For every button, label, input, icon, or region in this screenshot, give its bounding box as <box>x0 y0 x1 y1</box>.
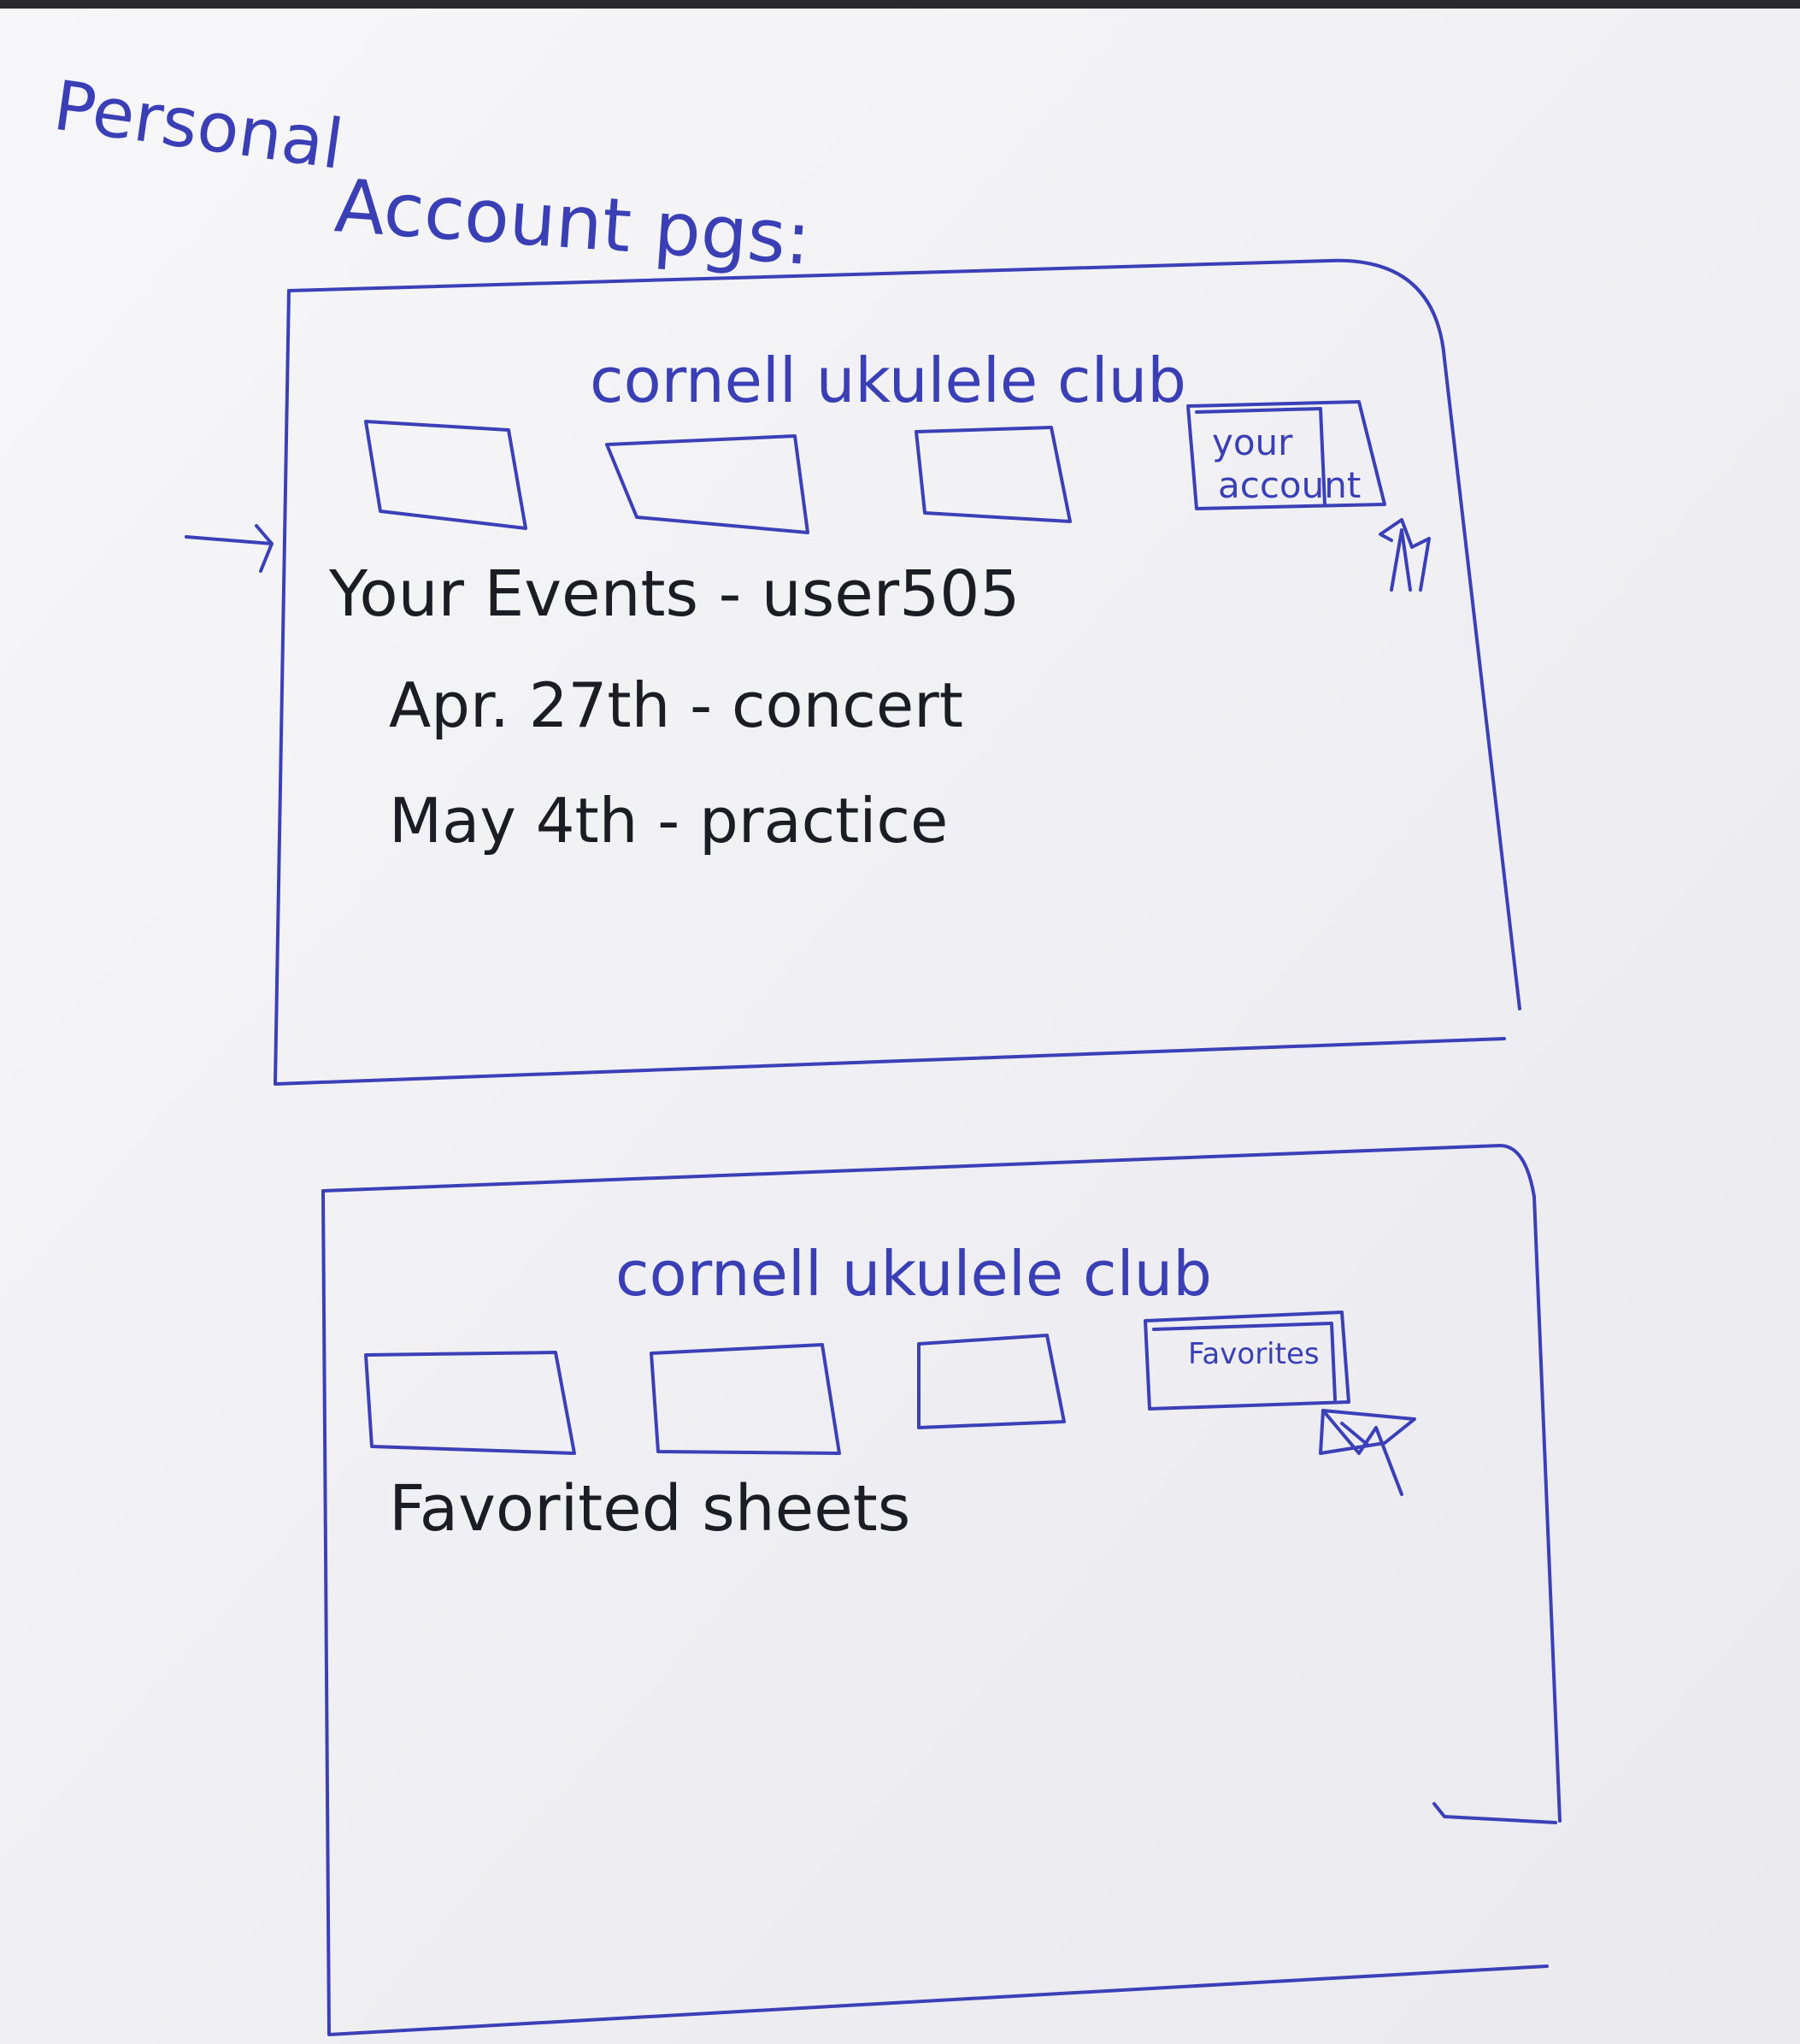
cursor-pointer-icon <box>1379 518 1431 592</box>
top-edge-shadow <box>0 0 1800 9</box>
nav-button-your-account[interactable]: your account <box>1186 400 1386 510</box>
cursor-pointer-icon-2 <box>1319 1409 1416 1496</box>
wireframe-favorites: cornell ukulele club Favorites Favorited… <box>321 1144 1562 2036</box>
nav-bar: your account <box>364 400 1431 592</box>
frame2-corner-mark <box>1432 1802 1557 1824</box>
nav2-button-3[interactable] <box>917 1334 1066 1429</box>
frame-left-bottom-border <box>274 289 1506 1086</box>
favorites-heading: Favorited sheets <box>389 1472 910 1546</box>
favorites-label: Favorites <box>1188 1337 1320 1371</box>
frame2-left-bottom-border <box>321 1189 1549 2036</box>
nav2-button-1[interactable] <box>364 1351 576 1455</box>
frame2-top-right-border <box>321 1144 1562 1823</box>
app-title: cornell ukulele club <box>590 345 1186 416</box>
favorites-box-outer <box>1144 1311 1350 1411</box>
nav2-button-favorites[interactable]: Favorites <box>1144 1311 1350 1411</box>
events-heading: Your Events - user505 <box>328 557 1020 631</box>
event-item-2[interactable]: May 4th - practice <box>389 785 948 857</box>
nav-bar-2: Favorites <box>364 1311 1416 1496</box>
nav-button-2[interactable] <box>605 434 809 534</box>
app-title-2: cornell ukulele club <box>615 1238 1212 1310</box>
favorites-box-inner <box>1152 1322 1337 1401</box>
nav-button-1[interactable] <box>364 420 527 530</box>
arrow-pointer-icon <box>185 524 274 573</box>
your-account-label-line2: account <box>1218 464 1361 506</box>
your-account-label-line1: your <box>1212 421 1293 463</box>
your-account-box-inner <box>1195 407 1326 506</box>
frame-top-right-border <box>287 258 1521 1010</box>
event-item-1[interactable]: Apr. 27th - concert <box>389 669 963 741</box>
your-account-box-outer <box>1186 400 1386 510</box>
wireframe-account-events: cornell ukulele club your account Your E… <box>185 258 1521 1086</box>
nav-button-3[interactable] <box>915 426 1072 523</box>
nav2-button-2[interactable] <box>650 1343 841 1455</box>
